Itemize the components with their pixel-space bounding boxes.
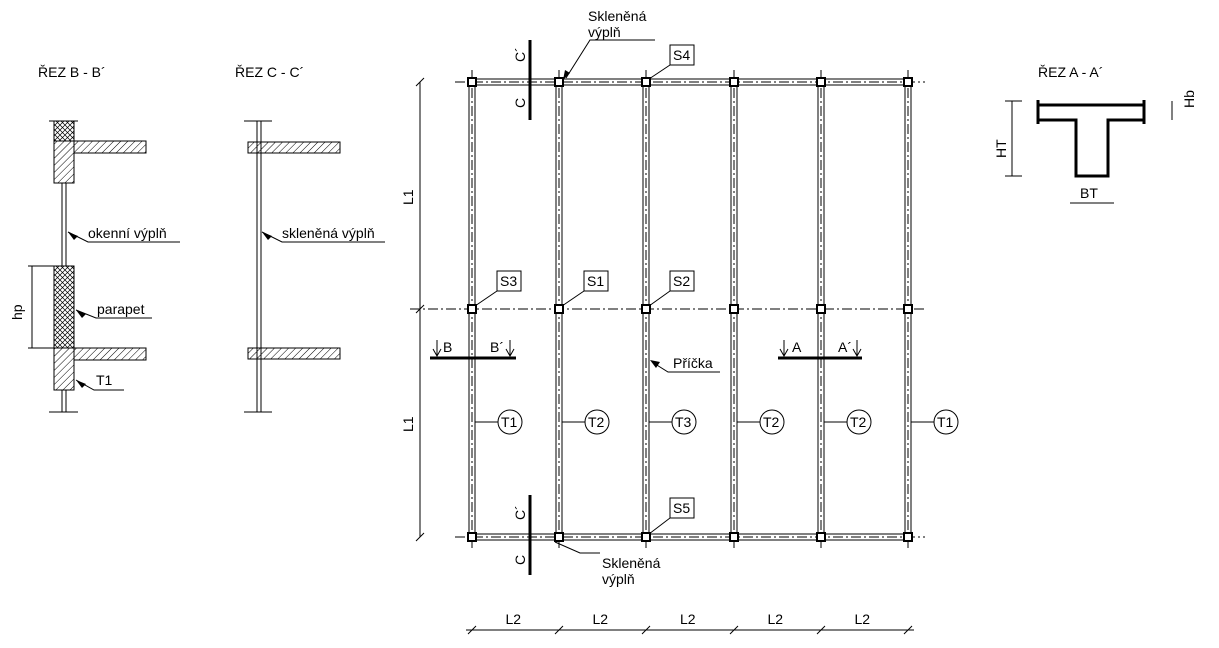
glass-top-1: Skleněná bbox=[588, 8, 647, 24]
leader bbox=[648, 517, 671, 535]
beam-label-circle bbox=[671, 409, 697, 435]
column-label: S4 bbox=[673, 47, 690, 63]
dim-l2: L2 bbox=[855, 611, 871, 627]
leader bbox=[648, 290, 671, 307]
column-marker bbox=[554, 532, 564, 542]
column-label-box bbox=[669, 44, 695, 66]
beam-label: T3 bbox=[675, 414, 692, 430]
label-partition: Příčka bbox=[673, 355, 713, 371]
beam-label: T1 bbox=[937, 414, 954, 430]
column-marker bbox=[816, 77, 826, 87]
column-marker bbox=[467, 77, 477, 87]
section-b-b: ŘEZ B - B´ hp okenní výplň parapet T1 bbox=[9, 64, 180, 413]
glass-top-2: výplň bbox=[588, 24, 621, 40]
dim-tick bbox=[415, 77, 425, 87]
dim-l2: L2 bbox=[768, 611, 784, 627]
dim-l1-top: L1 bbox=[400, 189, 416, 205]
dim-hp: hp bbox=[9, 304, 25, 320]
column-label: S1 bbox=[587, 273, 604, 289]
dim-bt: BT bbox=[1080, 185, 1098, 201]
leader bbox=[561, 290, 585, 307]
cut-c-prime-top: C´ bbox=[512, 47, 528, 62]
column-marker bbox=[467, 532, 477, 542]
beam-label: T2 bbox=[850, 414, 867, 430]
column-label: S3 bbox=[500, 273, 517, 289]
column-marker bbox=[816, 532, 826, 542]
column-marker bbox=[641, 77, 651, 87]
dim-tick bbox=[415, 532, 425, 542]
column-label: S5 bbox=[673, 500, 690, 516]
dim-l2: L2 bbox=[593, 611, 609, 627]
dim-l1-bottom: L1 bbox=[400, 416, 416, 432]
column-marker bbox=[554, 304, 564, 314]
column-marker bbox=[903, 77, 913, 87]
beam-label-circle bbox=[846, 409, 872, 435]
dim-ht: HT bbox=[993, 139, 1009, 158]
section-c-c: ŘEZ C - C´ skleněná výplň bbox=[235, 64, 385, 413]
column-label-box bbox=[583, 270, 609, 292]
column-marker bbox=[554, 77, 564, 87]
section-a-a: ŘEZ A - A´ HT Hb BT bbox=[993, 64, 1197, 204]
column-marker bbox=[903, 532, 913, 542]
label-parapet: parapet bbox=[97, 301, 145, 317]
beam-label-circle bbox=[933, 409, 959, 435]
dim-hb: Hb bbox=[1181, 90, 1197, 108]
beam-label-circle bbox=[584, 409, 610, 435]
leader bbox=[648, 64, 671, 80]
label-t1: T1 bbox=[96, 372, 113, 388]
section-a-title: ŘEZ A - A´ bbox=[1038, 64, 1103, 80]
beam-label: T2 bbox=[588, 414, 605, 430]
cut-b-prime: B´ bbox=[490, 339, 504, 355]
dim-tick bbox=[415, 304, 425, 314]
column-label-box bbox=[669, 497, 695, 519]
beam-label-circle bbox=[497, 409, 523, 435]
cut-c-top: C bbox=[512, 98, 528, 108]
label-glass-fill: skleněná výplň bbox=[282, 225, 375, 241]
column-marker bbox=[467, 304, 477, 314]
cut-a-prime: A´ bbox=[838, 339, 852, 355]
dim-l2: L2 bbox=[680, 611, 696, 627]
column-marker bbox=[816, 304, 826, 314]
column-marker bbox=[729, 532, 739, 542]
column-marker bbox=[729, 304, 739, 314]
section-b-title: ŘEZ B - B´ bbox=[38, 64, 106, 80]
column-marker bbox=[903, 304, 913, 314]
column-label-box bbox=[496, 270, 522, 292]
column-label-box bbox=[669, 270, 695, 292]
column-label: S2 bbox=[673, 273, 690, 289]
cut-b: B bbox=[443, 339, 452, 355]
column-marker bbox=[729, 77, 739, 87]
section-c-title: ŘEZ C - C´ bbox=[235, 64, 304, 80]
column-marker bbox=[641, 532, 651, 542]
glass-bottom-2: výplň bbox=[602, 571, 635, 587]
dim-l2: L2 bbox=[506, 611, 522, 627]
beam-label: T2 bbox=[763, 414, 780, 430]
beam-label: T1 bbox=[501, 414, 518, 430]
label-window-fill: okenní výplň bbox=[88, 225, 167, 241]
cut-c-bottom: C bbox=[512, 555, 528, 565]
beam-label-circle bbox=[759, 409, 785, 435]
cut-c-prime-bottom: C´ bbox=[512, 505, 528, 520]
cut-a: A bbox=[792, 339, 802, 355]
leader bbox=[474, 290, 498, 307]
column-marker bbox=[641, 304, 651, 314]
glass-bottom-1: Skleněná bbox=[602, 555, 661, 571]
